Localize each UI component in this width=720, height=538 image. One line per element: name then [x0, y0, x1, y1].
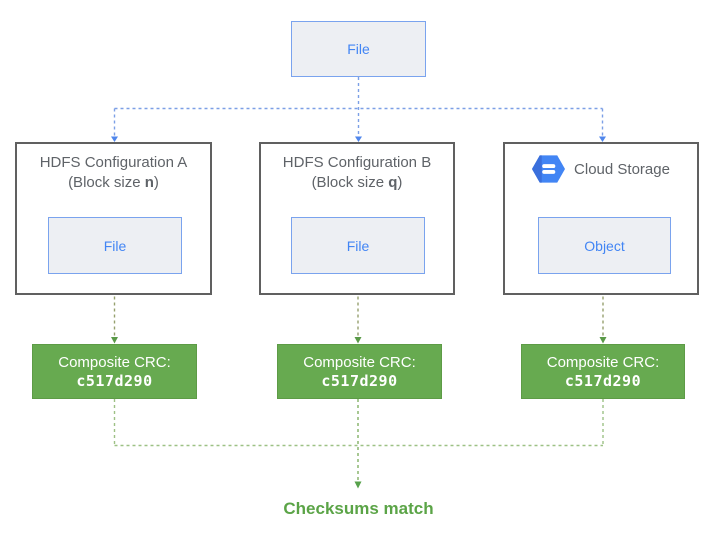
- crc-arrowhead-b: [354, 337, 362, 344]
- cloud-storage-header: Cloud Storage: [505, 155, 697, 183]
- hdfs-config-a-box: HDFS Configuration A (Block size n) File: [15, 142, 212, 295]
- crc-box-c-title: Composite CRC:: [546, 354, 660, 371]
- footer-arrowhead: [354, 481, 362, 489]
- hdfs-config-b-title-line2: (Block size q): [311, 174, 403, 191]
- source-file-box: File: [291, 21, 426, 77]
- crc-box-c: Composite CRC: c517d290: [521, 344, 685, 399]
- cloud-storage-box: Cloud Storage Object: [503, 142, 699, 295]
- source-file-label: File: [347, 41, 370, 57]
- cloud-storage-icon: [532, 155, 566, 183]
- crc-box-c-value: c517d290: [564, 372, 642, 390]
- hdfs-config-b-title: HDFS Configuration B (Block size q): [261, 153, 453, 193]
- crc-box-b-title: Composite CRC:: [303, 354, 416, 371]
- crc-box-a-title: Composite CRC:: [58, 354, 171, 371]
- hdfs-config-a-title-line1: HDFS Configuration A: [39, 154, 188, 171]
- object-box: Object: [538, 217, 671, 274]
- file-box-b: File: [291, 217, 425, 274]
- crc-box-a: Composite CRC: c517d290: [32, 344, 197, 399]
- cloud-storage-title: Cloud Storage: [574, 160, 670, 178]
- block-size-variable-a: n: [144, 174, 154, 191]
- hdfs-config-b-title-line1: HDFS Configuration B: [282, 154, 432, 171]
- crc-arrowhead-c: [599, 337, 607, 344]
- crc-box-b: Composite CRC: c517d290: [277, 344, 442, 399]
- hdfs-config-a-title-line2: (Block size n): [68, 174, 159, 191]
- crc-box-a-value: c517d290: [76, 372, 153, 390]
- hdfs-config-a-title: HDFS Configuration A (Block size n): [17, 153, 210, 193]
- block-size-variable-b: q: [388, 174, 398, 191]
- crc-box-b-value: c517d290: [321, 372, 398, 390]
- file-box-a: File: [48, 217, 182, 274]
- hdfs-config-b-box: HDFS Configuration B (Block size q) File: [259, 142, 455, 295]
- crc-arrowhead-a: [111, 337, 118, 344]
- file-box-b-label: File: [346, 237, 370, 254]
- checksums-match-label: Checksums match: [283, 499, 434, 518]
- object-box-label: Object: [584, 237, 625, 254]
- file-box-a-label: File: [103, 237, 127, 254]
